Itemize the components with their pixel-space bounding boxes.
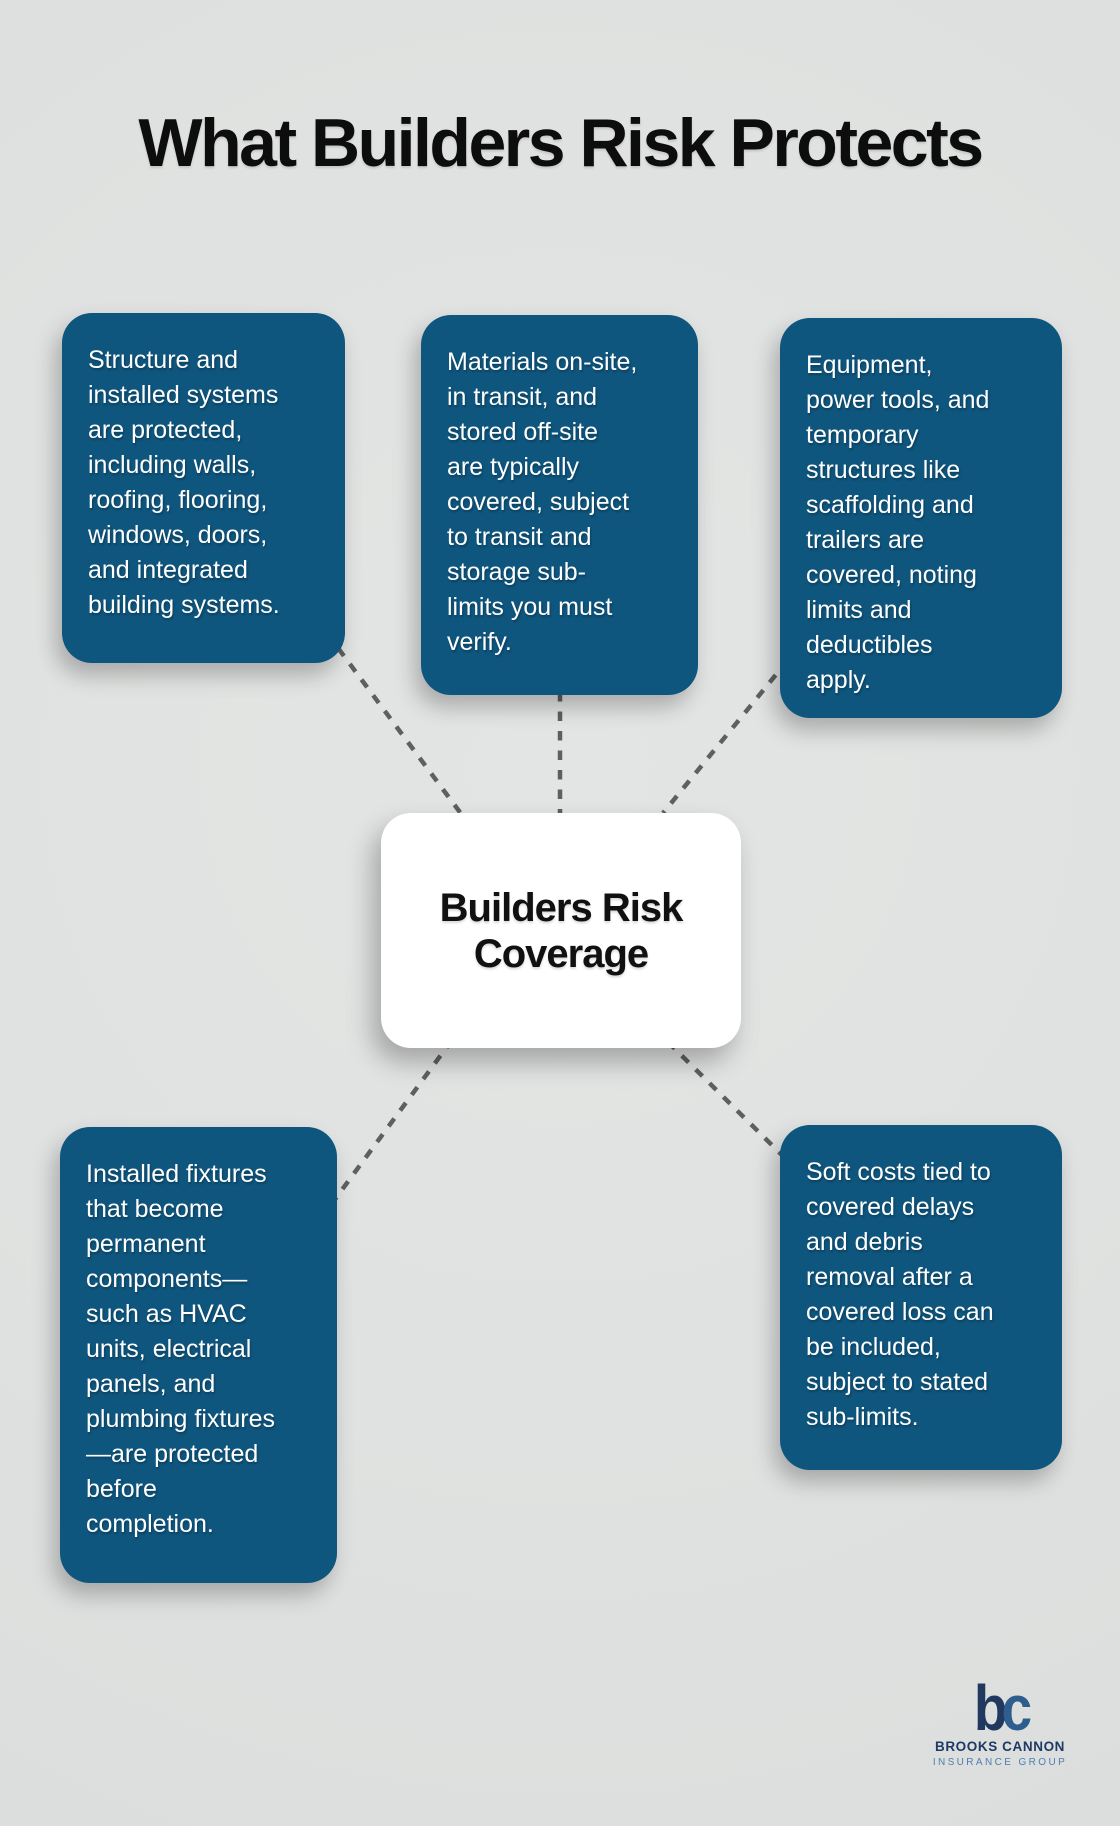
node-equipment-text: Equipment, power tools, and temporary st… bbox=[780, 318, 1062, 718]
connector-center-to-softcosts bbox=[666, 1040, 794, 1167]
connector-equipment-to-center bbox=[661, 658, 790, 815]
page-title: What Builders Risk Protects bbox=[138, 105, 984, 181]
brooks-cannon-logo: bc BROOKS CANNON INSURANCE GROUP bbox=[900, 1676, 1100, 1768]
node-structure-text: Structure and installed systems are prot… bbox=[62, 313, 345, 663]
bc-lettermark-icon: bc bbox=[914, 1676, 1086, 1740]
logo-letter-b: b bbox=[973, 1672, 1008, 1744]
node-fixtures-text: Installed fixtures that become permanent… bbox=[60, 1127, 337, 1583]
node-softcosts-text: Soft costs tied to covered delays and de… bbox=[780, 1125, 1062, 1470]
node-materials-text: Materials on-site, in transit, and store… bbox=[421, 315, 698, 695]
logo-letter-c: c bbox=[1001, 1672, 1033, 1744]
center-node: Builders Risk Coverage bbox=[381, 813, 741, 1048]
center-node-label: Builders Risk Coverage bbox=[439, 885, 684, 976]
connector-center-to-fixtures bbox=[331, 1038, 454, 1204]
logo-tagline: INSURANCE GROUP bbox=[932, 1757, 1068, 1768]
logo-company-name: BROOKS CANNON bbox=[934, 1739, 1066, 1754]
